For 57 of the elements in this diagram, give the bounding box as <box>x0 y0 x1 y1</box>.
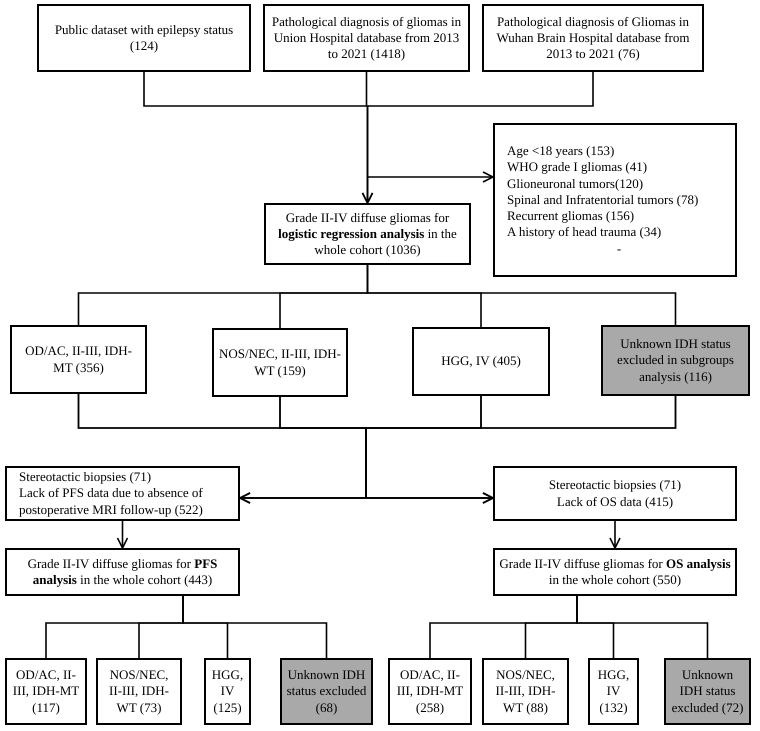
box-text: NOS/NEC, II-III, IDH-WT (159) <box>218 346 342 379</box>
excluded-box <box>601 325 750 396</box>
process-box <box>212 328 348 397</box>
process-box <box>264 203 471 265</box>
process-box <box>412 327 550 396</box>
box-text: NOS/NEC, II-III, IDH-WT (73) <box>108 667 170 716</box>
box-text: Spinal and Infratentorial tumors (78) <box>507 192 698 208</box>
excluded-box <box>664 658 751 725</box>
arrow <box>116 521 128 549</box>
box-text: HGG, IV (132) <box>596 667 630 716</box>
arrow <box>362 72 594 204</box>
box-text: Age <18 years (153) <box>507 143 614 160</box>
box-text: WHO grade I gliomas (41) <box>507 159 648 176</box>
process-box <box>263 4 470 72</box>
arrow <box>365 396 676 504</box>
process-box <box>588 658 639 725</box>
box-text: Glioneuronal tumors(120) <box>507 176 644 192</box>
process-box <box>388 658 472 725</box>
process-box <box>493 548 737 596</box>
arrow <box>609 521 621 549</box>
box-text: Grade II-IV diffuse gliomas for logistic regression analysis in the whole cohort (1036) <box>277 210 458 258</box>
connector-line <box>576 596 708 658</box>
box-text: OD/AC, II-III, IDH-MT (356) <box>24 343 133 376</box>
process-box <box>10 325 147 394</box>
box-text: Pathological diagnosis of Gliomas in Wuhan Brain Hospital database from 2013 to 2021 (76) <box>496 14 690 62</box>
box-text: Grade II-IV diffuse gliomas for PFS analysis in the whole cohort (443) <box>26 556 218 588</box>
connector-line <box>182 596 328 658</box>
process-box <box>493 123 737 277</box>
box-text: Lack of PFS data due to absence of postoperative MRI follow-up (522) <box>19 485 204 518</box>
box-text: Stereotactic biopsies (71) <box>19 469 152 486</box>
box-text: A history of head trauma (34) <box>507 224 662 241</box>
process-box <box>204 658 251 725</box>
box-text: Recurrent gliomas (156) <box>507 208 634 224</box>
box-text: HGG, IV (125) <box>210 667 244 716</box>
box-text: Unknown IDH status excluded (72) <box>670 667 744 716</box>
box-text: Grade II-IV diffuse gliomas for OS analysis in the whole cohort (550) <box>499 556 731 588</box>
process-box <box>5 658 87 725</box>
box-text: HGG, IV (405) <box>441 353 521 370</box>
process-box <box>96 658 182 725</box>
box-text: NOS/NEC, II-III, IDH-WT (88) <box>494 667 556 716</box>
process-box <box>5 466 240 521</box>
connector-line <box>366 265 676 325</box>
box-text: Stereotactic biopsies (71) <box>548 477 682 494</box>
box-text: OD/AC, II-III, IDH-MT (117) <box>12 667 80 716</box>
box-text: Unknown IDH status excluded in subgroups analysis (116) <box>616 336 735 385</box>
box-text: Public dataset with epilepsy status (124) <box>54 22 234 54</box>
excluded-box <box>280 658 373 725</box>
box-text: OD/AC, II-III, IDH-MT (258) <box>396 667 464 716</box>
process-box <box>5 548 240 596</box>
process-box <box>37 4 251 72</box>
box-text: - <box>616 240 622 257</box>
process-box <box>482 658 569 725</box>
box-text: Pathological diagnosis of gliomas in Union Hospital database from 2013 to 2021 (1418) <box>270 14 462 62</box>
process-box <box>482 4 704 72</box>
box-text: Unknown IDH status excluded (68) <box>286 667 367 716</box>
box-text: Lack of OS data (415) <box>556 494 674 510</box>
process-box <box>493 466 737 521</box>
